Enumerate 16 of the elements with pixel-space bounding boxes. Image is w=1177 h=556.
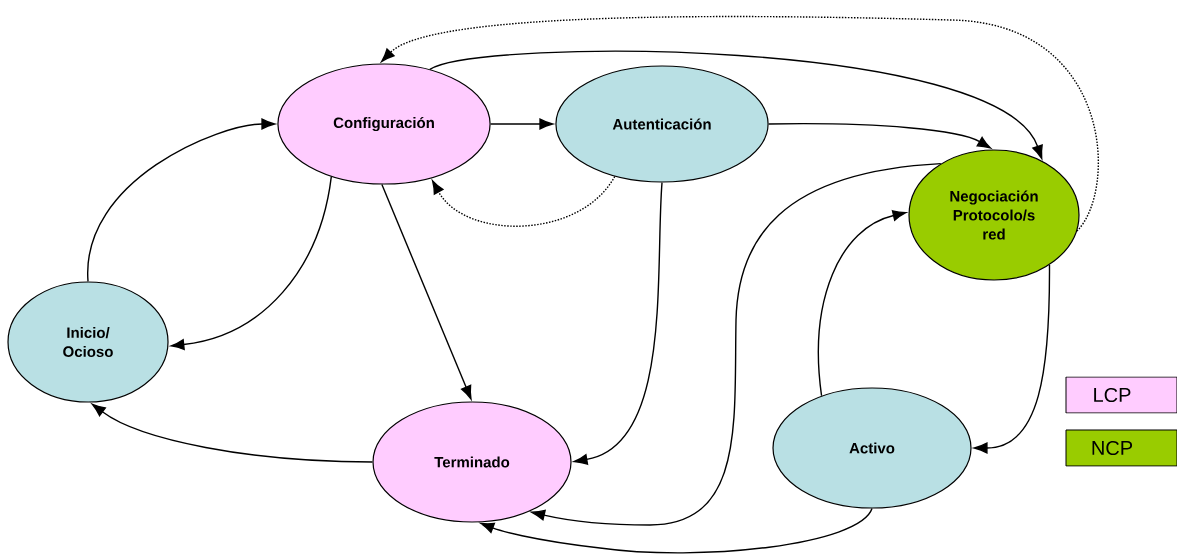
arrow [490,118,554,130]
legend-item: LCP [1065,376,1177,414]
arrow [480,507,873,554]
arrow [431,175,616,227]
arrow [817,210,907,397]
arrow [381,15,1099,232]
arrow [573,181,663,465]
arrow [973,264,1051,454]
arrow [429,50,1043,159]
arrow [767,123,992,149]
arrow [91,403,374,463]
legend-item: NCP [1065,429,1177,467]
arrow [531,162,942,526]
arrow [87,118,276,283]
arrow [381,183,472,400]
arrow [170,176,332,350]
